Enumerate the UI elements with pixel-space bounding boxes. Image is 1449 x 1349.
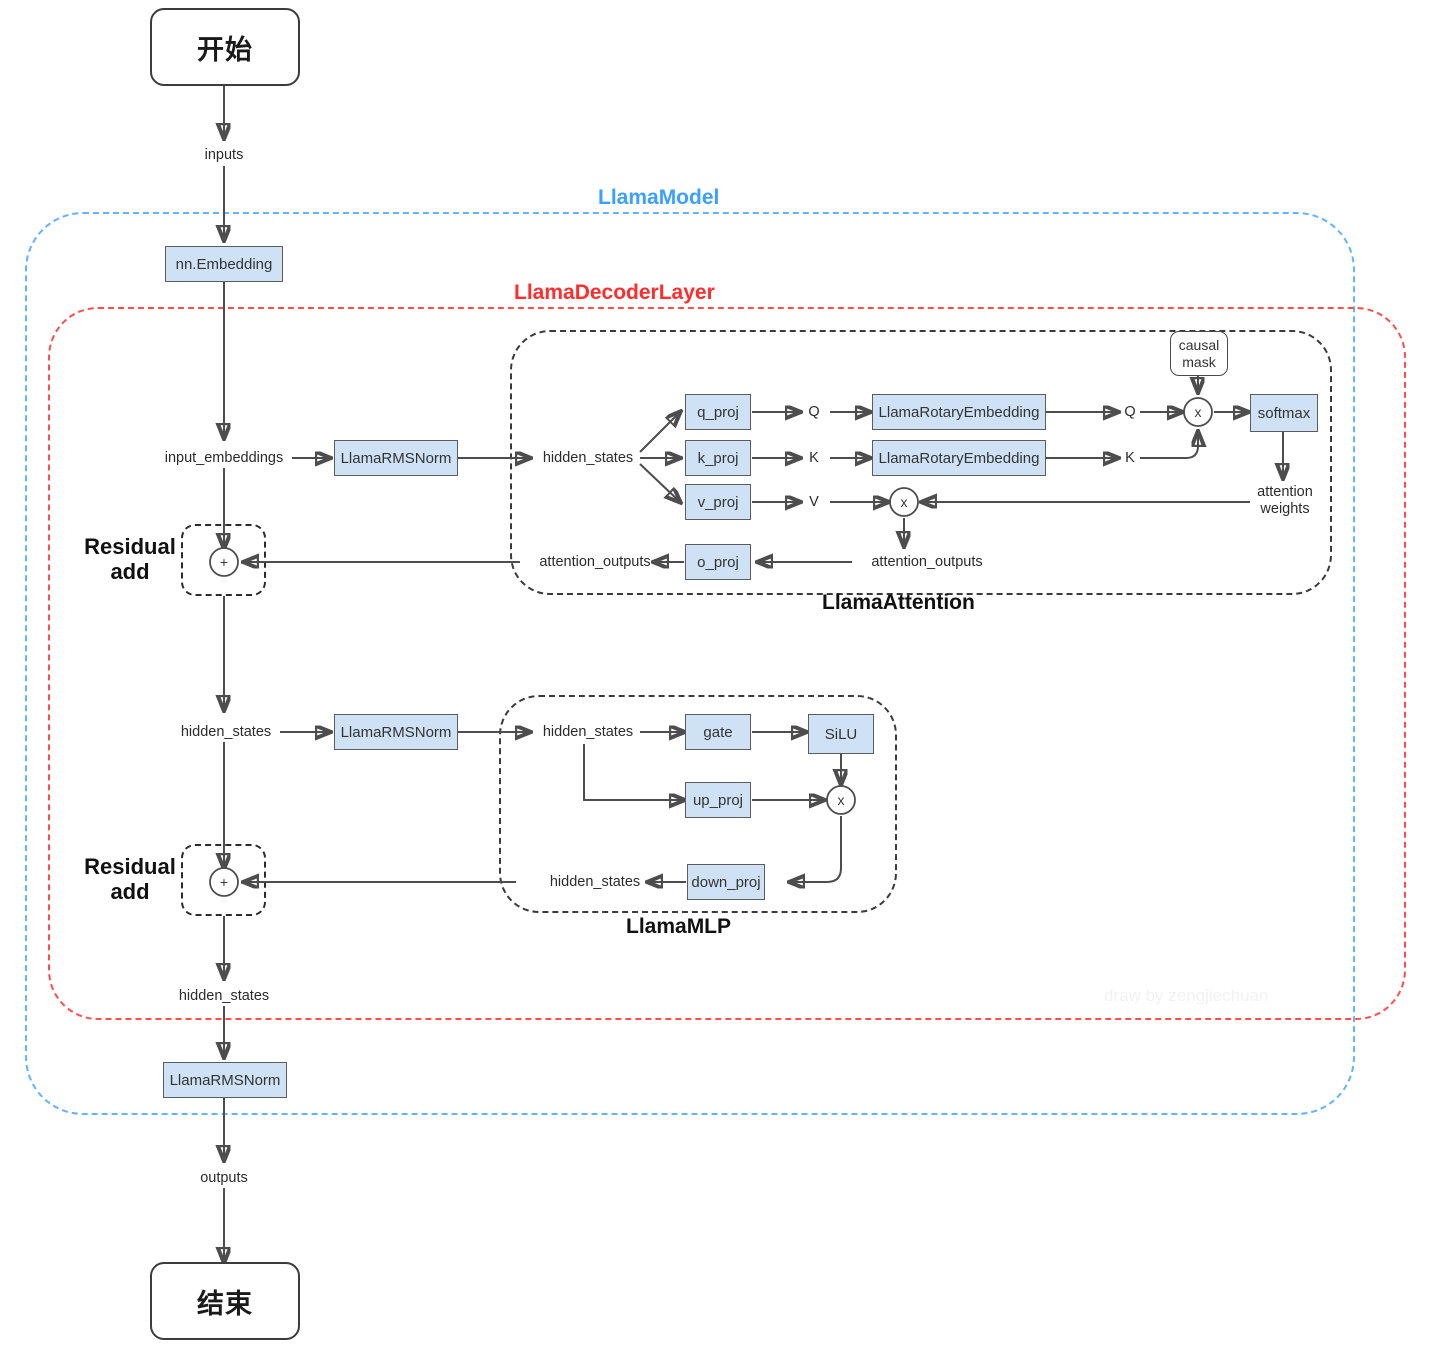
label-hidden-states-mlp-out: hidden_states bbox=[549, 874, 641, 890]
label-attention-weights: attention weights bbox=[1238, 480, 1332, 522]
add-glyph-residual-1: + bbox=[219, 554, 229, 570]
group-decoderlayer-boundary bbox=[48, 307, 1406, 1020]
block-softmax[interactable]: softmax bbox=[1250, 394, 1318, 432]
label-input-embeddings: input_embeddings bbox=[164, 450, 284, 466]
multiply-glyph-mlp: x bbox=[837, 792, 845, 808]
block-rotary-embedding-q[interactable]: LlamaRotaryEmbedding bbox=[872, 394, 1046, 430]
block-gate[interactable]: gate bbox=[685, 714, 751, 750]
block-o-proj[interactable]: o_proj bbox=[685, 544, 751, 580]
group-decoderlayer-label: LlamaDecoderLayer bbox=[514, 281, 715, 304]
label-inputs: inputs bbox=[204, 147, 244, 163]
residual-add-caption-2: Residual add bbox=[78, 854, 182, 905]
label-hidden-states-attention-in: hidden_states bbox=[542, 450, 634, 466]
terminal-start[interactable]: 开始 bbox=[150, 8, 300, 86]
block-llamarmsnorm-final[interactable]: LlamaRMSNorm bbox=[163, 1062, 287, 1098]
block-rotary-embedding-k[interactable]: LlamaRotaryEmbedding bbox=[872, 440, 1046, 476]
attention-weights-line2: weights bbox=[1260, 501, 1310, 517]
label-hidden-states-final: hidden_states bbox=[178, 988, 270, 1004]
label-hidden-states-mlp-pre: hidden_states bbox=[180, 724, 272, 740]
label-v-after-vproj: V bbox=[809, 494, 819, 510]
block-llamarmsnorm-attention[interactable]: LlamaRMSNorm bbox=[334, 440, 458, 476]
residual-add-caption-1: Residual add bbox=[78, 534, 182, 585]
causal-mask-line2: mask bbox=[1182, 353, 1216, 370]
causal-mask-line1: causal bbox=[1178, 337, 1220, 354]
group-mlp-label: LlamaMLP bbox=[626, 915, 732, 938]
label-k-after-kproj: K bbox=[809, 450, 819, 466]
group-llamamodel-label: LlamaModel bbox=[598, 186, 720, 209]
block-nn-embedding[interactable]: nn.Embedding bbox=[165, 246, 283, 282]
group-mlp-boundary bbox=[499, 695, 897, 913]
block-causal-mask[interactable]: causal mask bbox=[1170, 331, 1228, 376]
watermark: draw by zengjiechuan bbox=[1104, 986, 1269, 1005]
block-down-proj[interactable]: down_proj bbox=[687, 864, 765, 900]
label-attention-outputs-left: attention_outputs bbox=[539, 554, 651, 570]
label-q-after-rope: Q bbox=[1124, 404, 1136, 420]
multiply-glyph-qk: x bbox=[1194, 404, 1202, 420]
residual-add-1-line2: add bbox=[110, 559, 150, 585]
attention-weights-line1: attention bbox=[1257, 483, 1313, 500]
label-k-after-rope: K bbox=[1125, 450, 1135, 466]
block-q-proj[interactable]: q_proj bbox=[685, 394, 751, 430]
label-outputs: outputs bbox=[200, 1170, 248, 1186]
block-up-proj[interactable]: up_proj bbox=[685, 782, 751, 818]
residual-add-2-line1: Residual bbox=[84, 854, 176, 879]
group-attention-label: LlamaAttention bbox=[822, 591, 975, 614]
group-llamamodel-boundary bbox=[25, 212, 1355, 1115]
multiply-glyph-av: x bbox=[900, 494, 908, 510]
block-llamarmsnorm-mlp[interactable]: LlamaRMSNorm bbox=[334, 714, 458, 750]
block-v-proj[interactable]: v_proj bbox=[685, 484, 751, 520]
label-q-after-qproj: Q bbox=[808, 404, 820, 420]
block-k-proj[interactable]: k_proj bbox=[685, 440, 751, 476]
residual-add-2-line2: add bbox=[110, 879, 150, 905]
label-attention-outputs-right: attention_outputs bbox=[871, 554, 983, 570]
add-glyph-residual-2: + bbox=[219, 874, 229, 890]
residual-add-1-line1: Residual bbox=[84, 534, 176, 559]
label-hidden-states-mlp-in: hidden_states bbox=[542, 724, 634, 740]
block-silu[interactable]: SiLU bbox=[808, 714, 874, 754]
group-attention-boundary bbox=[510, 330, 1332, 595]
terminal-end[interactable]: 结束 bbox=[150, 1262, 300, 1340]
